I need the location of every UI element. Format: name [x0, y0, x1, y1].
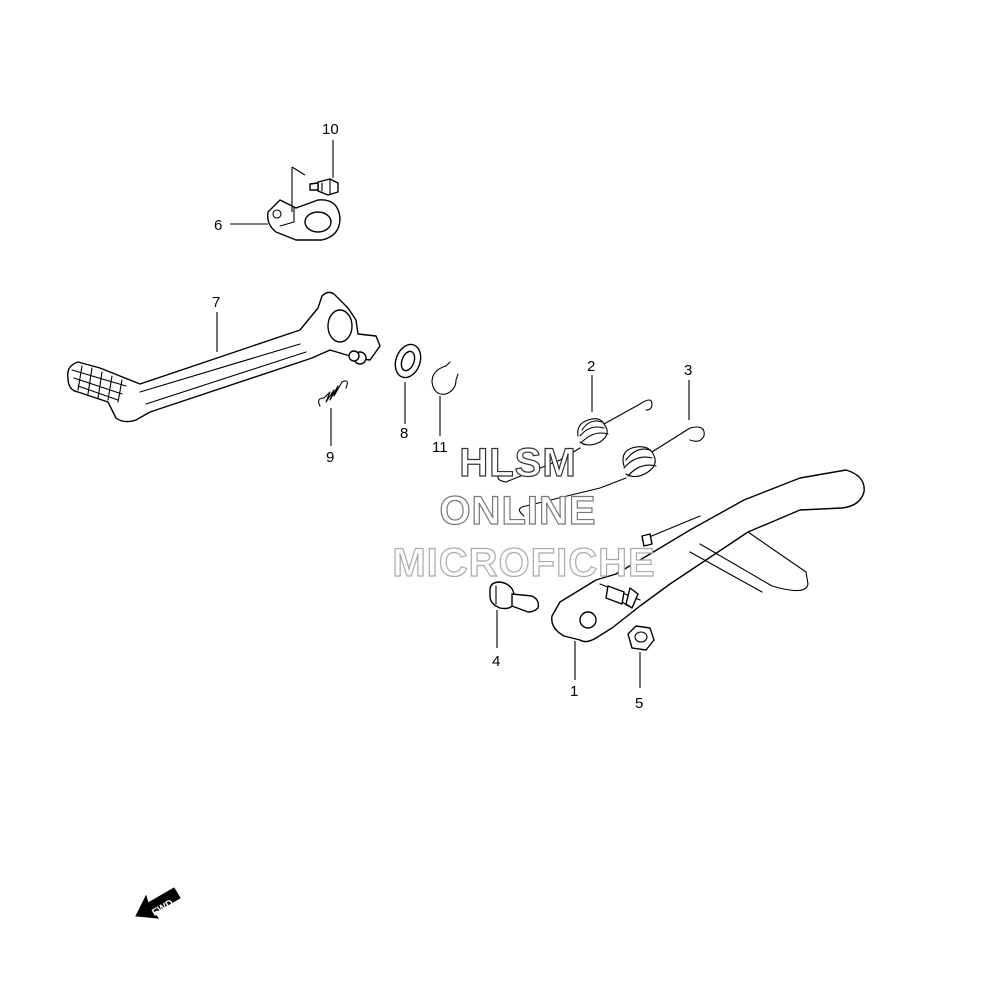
callout-3: 3 [684, 362, 692, 379]
part-8-washer [394, 343, 422, 424]
forward-arrow-icon: FWD [135, 887, 181, 919]
callout-2: 2 [587, 358, 595, 375]
callout-7: 7 [212, 294, 220, 311]
part-9-spring [318, 380, 348, 446]
callout-5: 5 [635, 695, 643, 712]
callout-10: 10 [322, 121, 339, 138]
watermark-line-2: ONLINE [439, 489, 596, 533]
part-4-bolt [489, 581, 540, 648]
callout-11: 11 [432, 439, 448, 456]
part-5-nut [627, 625, 655, 688]
part-6-bracket [266, 166, 341, 241]
part-1-sidestand [551, 469, 865, 680]
part-10-bolt [309, 178, 339, 196]
callout-1: 1 [570, 683, 578, 700]
callout-6: 6 [214, 217, 222, 234]
watermark-line-3: MICROFICHE [392, 541, 655, 585]
callout-4: 4 [492, 653, 500, 670]
part-3-spring [518, 380, 705, 517]
part-7-pedal [67, 291, 381, 423]
part-2-spring [497, 375, 653, 483]
callout-8: 8 [400, 425, 408, 442]
part-11-circlip [431, 361, 459, 436]
callout-9: 9 [326, 449, 334, 466]
watermark-line-1: HLSM [459, 441, 576, 485]
